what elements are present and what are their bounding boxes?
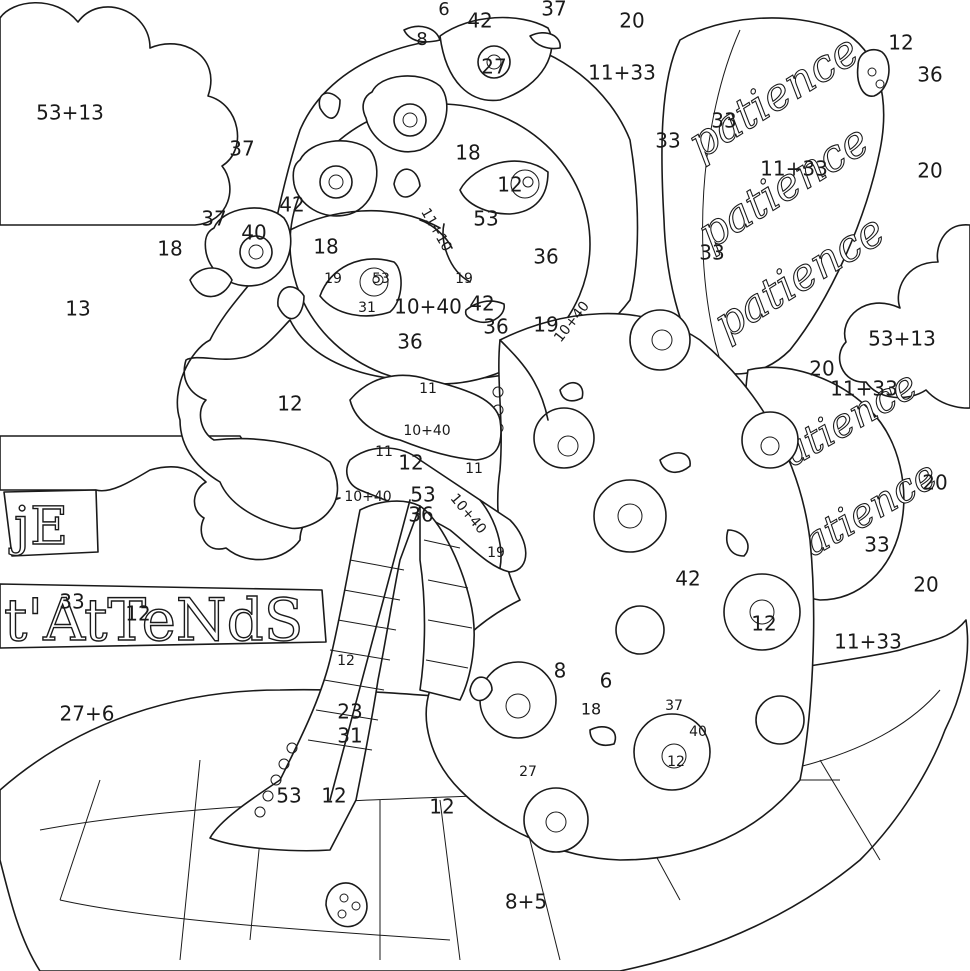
color-number-label: 33 xyxy=(699,241,724,265)
title-line-2: t'AtTeNdS xyxy=(4,586,304,654)
color-number-label: 53+13 xyxy=(36,101,104,125)
color-number-label: 42 xyxy=(279,193,304,217)
boot-buttons xyxy=(254,742,298,818)
color-number-label: 31 xyxy=(358,300,376,316)
color-number-label: 12 xyxy=(337,653,355,669)
color-number-label: 19 xyxy=(324,271,342,287)
color-number-label: 53 xyxy=(372,271,390,287)
color-number-label: 42 xyxy=(467,9,492,33)
color-number-label: 36 xyxy=(917,63,942,87)
ladybug xyxy=(325,882,368,928)
color-number-label: 20 xyxy=(917,159,942,183)
color-number-label: 27+6 xyxy=(60,702,115,726)
color-number-label: 18 xyxy=(313,235,338,259)
hand xyxy=(346,447,527,573)
color-number-label: 12 xyxy=(321,784,346,808)
color-number-label: 11+33 xyxy=(760,157,828,181)
color-number-label: 12 xyxy=(751,612,776,636)
color-number-label: 19 xyxy=(533,313,558,337)
color-number-label: 53+13 xyxy=(868,327,936,351)
color-number-label: 10+40 xyxy=(403,423,450,439)
title: jE t'AtTeNdS xyxy=(0,489,327,655)
color-number-label: 36 xyxy=(533,245,558,269)
color-number-label: 40 xyxy=(689,724,707,740)
flower-crown xyxy=(189,16,561,320)
color-number-label: 27 xyxy=(481,55,506,79)
left-eye xyxy=(319,258,402,317)
color-number-label: 37 xyxy=(541,0,566,21)
cloud-right xyxy=(838,224,970,409)
color-number-label: 20 xyxy=(913,573,938,597)
color-number-label: 11+33 xyxy=(588,61,656,85)
color-number-label: 37 xyxy=(665,698,683,714)
antenna-bulb xyxy=(856,48,890,97)
color-number-label: 33 xyxy=(711,109,736,133)
color-number-label: 12 xyxy=(888,31,913,55)
color-number-label: 20 xyxy=(809,357,834,381)
color-number-label: 8+5 xyxy=(505,890,547,914)
title-line-1: jE xyxy=(9,497,68,557)
color-number-label: 13 xyxy=(65,297,90,321)
color-number-label: 37 xyxy=(201,207,226,231)
color-number-label: 33 xyxy=(864,533,889,557)
leg xyxy=(209,500,421,852)
color-number-label: 40 xyxy=(241,221,266,245)
wing-upper xyxy=(661,17,885,375)
color-number-label: 42 xyxy=(675,567,700,591)
color-number-label: 11 xyxy=(375,444,393,460)
color-number-label: 20 xyxy=(619,9,644,33)
color-number-label: 18 xyxy=(157,237,182,261)
color-number-label: 11+33 xyxy=(834,630,902,654)
color-number-label: 53 xyxy=(276,784,301,808)
color-number-label: 53 xyxy=(410,483,435,507)
color-number-label: 12 xyxy=(667,754,685,770)
color-number-label: 12 xyxy=(277,392,302,416)
color-number-label: 11 xyxy=(419,381,437,397)
color-number-label: 53 xyxy=(473,207,498,231)
color-number-label: 10+40 xyxy=(394,295,462,319)
color-number-label: 37 xyxy=(229,137,254,161)
color-number-label: 18 xyxy=(581,700,601,719)
color-number-label: 8 xyxy=(416,29,427,50)
color-number-label: 6 xyxy=(438,0,449,20)
mouth xyxy=(464,300,505,324)
color-number-label: 8 xyxy=(554,659,567,683)
color-number-label: 31 xyxy=(337,724,362,748)
color-number-label: 33 xyxy=(59,590,84,614)
color-number-label: 36 xyxy=(483,315,508,339)
second-leg xyxy=(419,505,475,701)
color-number-label: 20 xyxy=(922,471,947,495)
color-number-label: 42 xyxy=(469,292,494,316)
color-number-label: 6 xyxy=(600,669,613,693)
color-number-label: 11+33 xyxy=(830,377,898,401)
color-number-label: 36 xyxy=(397,330,422,354)
right-eye xyxy=(459,160,549,215)
color-number-label: 12 xyxy=(497,173,522,197)
color-number-label: 27 xyxy=(519,764,537,780)
color-number-label: 11 xyxy=(465,461,483,477)
color-number-label: 12 xyxy=(429,795,454,819)
color-number-label: 36 xyxy=(408,503,433,527)
color-number-label: 18 xyxy=(455,141,480,165)
color-number-label: 19 xyxy=(487,545,505,561)
color-number-label: 12 xyxy=(125,602,150,626)
cloud-top-left xyxy=(0,2,239,226)
dress-flowers xyxy=(469,309,805,853)
arm xyxy=(349,374,502,461)
color-number-label: 33 xyxy=(655,129,680,153)
color-number-label: 23 xyxy=(337,700,362,724)
color-number-label: 12 xyxy=(398,451,423,475)
color-number-label: 19 xyxy=(455,271,473,287)
color-number-label: 10+40 xyxy=(344,489,391,505)
